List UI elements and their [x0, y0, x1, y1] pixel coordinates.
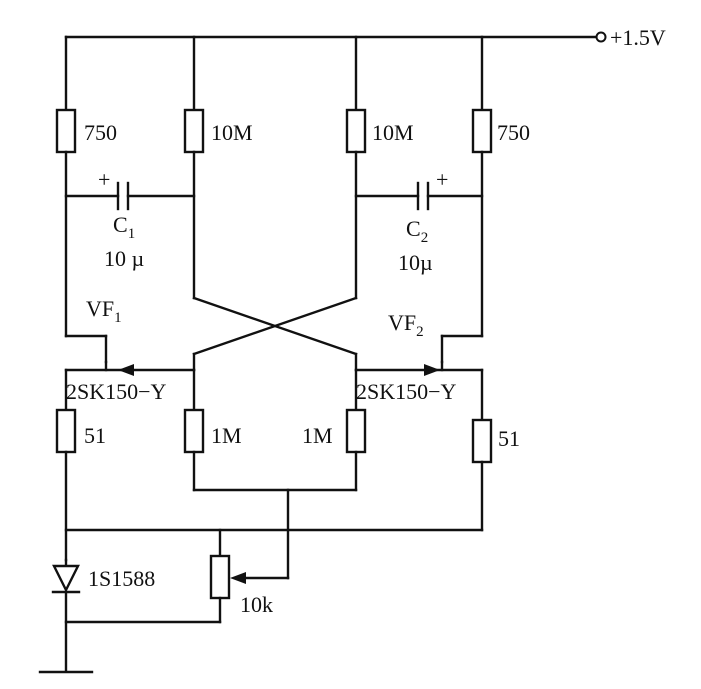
transistor-vf2-name: VF2	[388, 310, 424, 340]
vf2-gate-arrow	[424, 364, 440, 376]
transistor-vf2	[354, 352, 484, 376]
resistor-750-left-label: 750	[84, 120, 117, 145]
supply-rail	[64, 31, 607, 43]
resistor-1m-right	[345, 408, 367, 454]
left-load-branch	[55, 35, 108, 364]
capacitor-c2-polarity: +	[436, 167, 448, 192]
capacitor-c2	[354, 181, 484, 211]
diode-triangle	[52, 564, 80, 593]
resistor-750-right-label: 750	[497, 120, 530, 145]
resistor-10m-left	[183, 108, 205, 154]
gate-bus	[192, 488, 358, 584]
potentiometer-label: 10k	[240, 592, 273, 617]
right-source-branch	[471, 368, 493, 532]
capacitor-c1	[64, 181, 196, 211]
transistor-vf1	[64, 352, 196, 376]
potentiometer-10k	[64, 554, 231, 624]
supply-label: +1.5V	[610, 25, 666, 50]
resistor-750-right	[471, 108, 493, 154]
potentiometer-wiper-arrow	[230, 572, 246, 584]
capacitor-c2-name: C2	[406, 216, 428, 246]
left-gate-branch	[183, 368, 205, 492]
diode-1s1588	[51, 558, 81, 672]
vf1-gate-arrow	[118, 364, 134, 376]
resistor-10m-right-label: 10M	[372, 120, 414, 145]
transistor-vf1-name: VF1	[86, 296, 122, 326]
capacitor-c1-name: C1	[113, 212, 135, 242]
left-source-branch	[55, 368, 77, 562]
resistor-10m-right	[345, 108, 367, 154]
transistor-vf2-part: 2SK150−Y	[356, 379, 457, 404]
transistor-vf1-part: 2SK150−Y	[66, 379, 167, 404]
diode-label: 1S1588	[88, 566, 155, 591]
capacitor-c2-value: 10µ	[398, 250, 433, 275]
resistor-1m-left	[183, 408, 205, 454]
resistor-1m-left-label: 1M	[211, 423, 242, 448]
right-gate-branch	[345, 368, 367, 492]
supply-terminal	[595, 31, 607, 43]
resistor-51-right	[471, 418, 493, 464]
resistor-51-left	[55, 408, 77, 454]
right-bias-branch	[192, 35, 367, 356]
resistor-51-right-label: 51	[498, 426, 520, 451]
right-load-branch	[440, 35, 493, 364]
resistor-51-left-label: 51	[84, 423, 106, 448]
capacitor-c1-polarity: +	[98, 167, 110, 192]
source-bus	[64, 528, 484, 558]
resistor-1m-right-label: 1M	[302, 423, 333, 448]
resistor-750-left	[55, 108, 77, 154]
resistor-10m-left-label: 10M	[211, 120, 253, 145]
potentiometer-body	[209, 554, 231, 600]
capacitor-c1-value: 10 µ	[104, 246, 144, 271]
